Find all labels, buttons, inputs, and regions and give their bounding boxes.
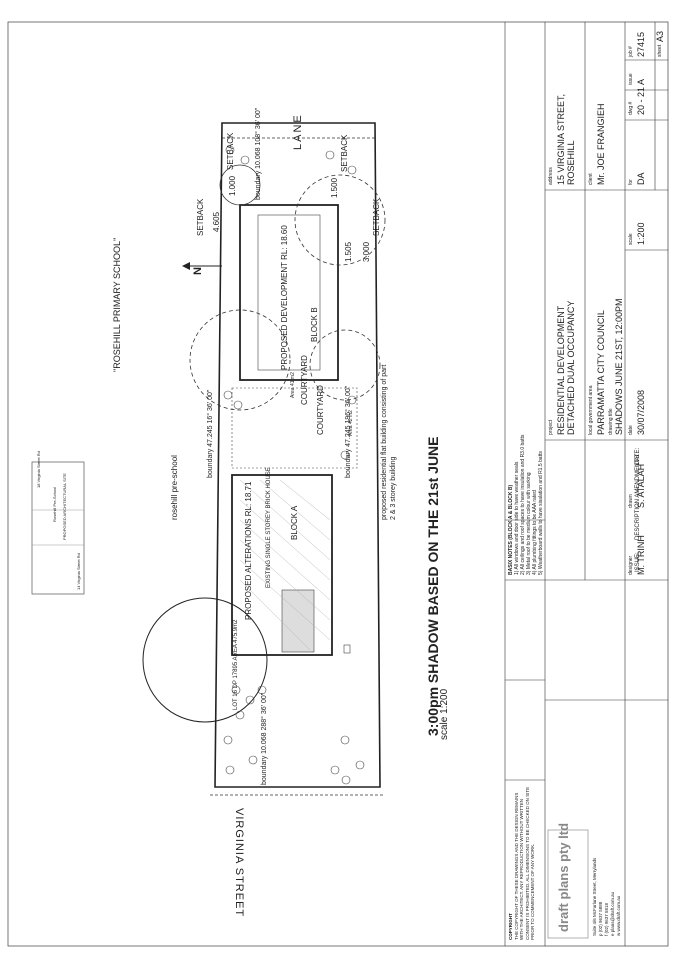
block-b-label: BLOCK B (310, 307, 319, 342)
for-value: DA (636, 172, 646, 185)
north-arrow-head (182, 262, 190, 270)
tree-canopy-circle (142, 597, 268, 723)
boundary-label: boundary 10.068 288° 36' 00" (261, 692, 268, 785)
neighbour-top: 18 Virginia Street Rd (36, 451, 41, 488)
date-field-label: date (628, 425, 634, 435)
dwg-field-label: dwg # (628, 101, 634, 115)
proposed-development-label: PROPOSED DEVELOPMENT RL: 18.60 (280, 225, 289, 370)
dimension-label: 4.605 (212, 211, 221, 232)
driveway-marker (343, 644, 351, 654)
courtyard-label: COURTYARD (316, 385, 325, 435)
neighbour-mid: Rosehill Pre-School (52, 486, 57, 522)
scale-field-label: scale (628, 233, 634, 245)
designer-field-label: designer (628, 555, 634, 575)
tree-canopy-circle (294, 174, 386, 266)
project-line-2: DETACHED DUAL OCCUPANCY (566, 300, 576, 435)
dwg-value: 20 - 21 (636, 86, 646, 115)
dimension-label: 1.000 (228, 175, 237, 196)
job-value: 27415 (636, 31, 646, 57)
dimension-label: 1.505 (344, 241, 353, 262)
school-label: "ROSEHILL PRIMARY SCHOOL" (112, 237, 122, 372)
for-field-label: for (628, 179, 634, 185)
project-address: 15 VIRGINIA STREET, ROSEHILL (556, 94, 576, 185)
address-field-label: address (548, 167, 554, 185)
area-label: Area 41 m2 (290, 372, 296, 398)
block-b-building (239, 204, 339, 381)
date-value: 30/07/2008 (636, 389, 646, 435)
client-field-label: client (588, 173, 594, 185)
address-line-2: ROSEHILL (566, 140, 576, 185)
project-line-1: RESIDENTIAL DEVELOPMENT (556, 305, 566, 435)
copyright-text: THE COPYRIGHT OF THESE DRAWINGS AND THE … (513, 786, 536, 940)
company-logo-box (547, 829, 589, 939)
company-web: w www.draft.com.au (616, 895, 621, 936)
block-a-building (231, 474, 333, 656)
lane-label: LANE (292, 113, 304, 150)
block-a-hatch (281, 589, 315, 653)
block-a-label: BLOCK A (290, 505, 299, 540)
setback-label: SETBACK (196, 198, 205, 236)
neighbour-lot (31, 461, 85, 595)
tree-canopy-circle (309, 329, 381, 401)
setback-label: SETBACK (372, 198, 381, 236)
drawing-scale: scale 1:200 (439, 688, 450, 740)
address-line-1: 15 VIRGINIA STREET, (556, 93, 566, 185)
basix-notes: BASIX NOTES (BLOCK A & BLOCK B) 1) All w… (508, 375, 544, 575)
flat-building-note: proposed residential flat building consi… (381, 364, 397, 520)
job-field-label: job # (628, 46, 634, 57)
sheet-field-label: sheet (657, 44, 663, 57)
north-arrow-label: N (192, 267, 204, 275)
street-label: VIRGINIA STREET (233, 808, 245, 918)
setback-label: SETBACK (226, 132, 235, 170)
scale-value: 1:200 (636, 222, 646, 245)
shadow-hatching (239, 479, 331, 651)
lot-label: LOT 16 DP 17895 AREA 475.9m2 (233, 619, 239, 710)
boundary-label: boundary 10.068 108° 36' 00" (255, 107, 262, 200)
basix-line: 5) Weatherboard walls to have sisalation… (538, 451, 544, 575)
date-col-header: DATE: (635, 447, 641, 465)
courtyard-label: COURTYARD (300, 355, 309, 405)
council-field-label: local government area (588, 385, 594, 435)
site-boundary (214, 122, 381, 788)
neighbour-bottom: 14 Virginia Street Rd (76, 553, 81, 590)
setback-label: SETBACK (340, 134, 349, 172)
preschool-label: rosehill pre-school (170, 455, 179, 520)
area-label: Area 42 m2 (348, 410, 354, 436)
garden-shrubs (223, 145, 365, 785)
designer-value: M. TRINH (636, 535, 646, 575)
issue-value: A (636, 78, 646, 85)
dimension-label: 3.000 (362, 241, 371, 262)
council-name: PARRAMATTA CITY COUNCIL (596, 310, 606, 435)
neighbour-note: PROPOSED ARCHITECTURAL SITE (62, 473, 67, 540)
existing-house-label: EXISTING SINGLE STOREY BRICK HOUSE (266, 467, 272, 588)
tree-canopy-circle (189, 309, 291, 411)
project-field-label: project (548, 419, 554, 435)
copyright-notes: COPYRIGHT THE COPYRIGHT OF THESE DRAWING… (508, 780, 536, 940)
dimension-label: 1.500 (330, 177, 339, 198)
project-name: RESIDENTIAL DEVELOPMENT DETACHED DUAL OC… (556, 301, 576, 435)
sheet-value: A3 (655, 30, 665, 42)
tree-canopy-circle (219, 164, 261, 206)
company-contact: Suite 4/6 McFarlane Street, Merrylands p… (592, 858, 622, 936)
issue-field-label: issue (628, 73, 634, 85)
drawing-title-value: SHADOWS JUNE 21ST, 12:00PM (614, 298, 624, 435)
company-logo: draft plans pty ltd (556, 822, 571, 932)
proposed-alterations-label: PROPOSED ALTERATIONS RL: 18.71 (244, 481, 253, 620)
courtyard-strip (231, 387, 358, 469)
client-name: Mr. JOE FRANGIEH (596, 103, 606, 185)
sheet-border (7, 21, 669, 947)
title-block-grid (504, 22, 668, 946)
drawn-value: S. ATALAH (636, 463, 646, 508)
boundary-label: boundary 47.245 16° 36' 00" (207, 389, 214, 478)
block-b-inner (257, 214, 321, 371)
drawn-field-label: drawn (628, 494, 634, 508)
